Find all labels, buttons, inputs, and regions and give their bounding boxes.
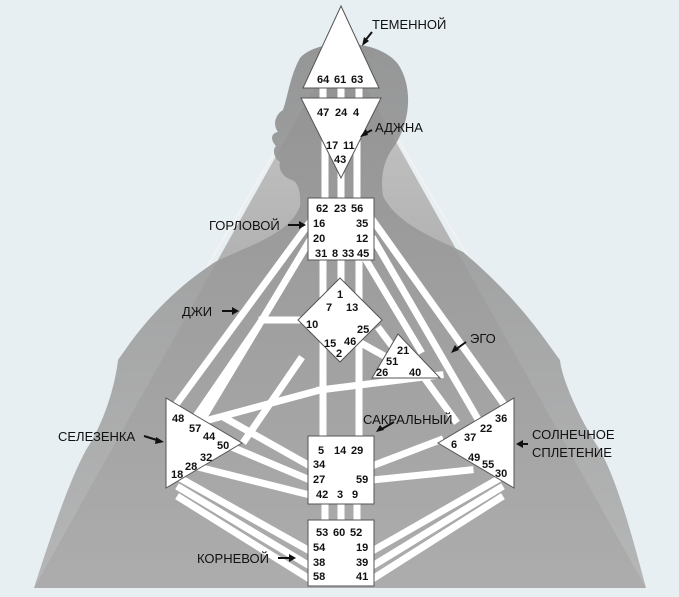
g-center	[297, 277, 383, 363]
gate-number: 38	[313, 557, 325, 569]
ego-center	[371, 333, 442, 379]
gate-number: 42	[316, 489, 328, 501]
solar-plexus-gates: 36 22 37 6 49 55 30	[451, 413, 507, 480]
gate-number: 62	[316, 203, 328, 215]
gate-number: 44	[203, 431, 216, 443]
gate-number: 30	[495, 468, 507, 480]
gate-number: 58	[313, 571, 325, 583]
gate-number: 29	[351, 445, 363, 457]
gate-number: 22	[480, 423, 492, 435]
gate-number: 24	[335, 107, 348, 119]
gate-number: 7	[326, 302, 332, 314]
sacral-label: САКРАЛЬНЫЙ	[363, 412, 452, 427]
gate-number: 36	[495, 413, 507, 425]
gate-number: 54	[313, 542, 326, 554]
callout-arrows	[143, 31, 528, 562]
ajna-center	[300, 97, 382, 180]
gate-number: 8	[332, 248, 338, 260]
gate-number: 25	[357, 324, 369, 336]
gate-number: 17	[326, 140, 338, 152]
gate-number: 60	[333, 527, 345, 539]
throat-label: ГОРЛОВОЙ	[209, 218, 280, 233]
throat-gates: 62 23 56 16 35 20 12 31 8 33 45	[313, 203, 369, 260]
gate-number: 10	[306, 319, 318, 331]
ajna-gates: 47 24 4 17 11 43	[317, 107, 360, 166]
gate-number: 37	[464, 432, 476, 444]
gate-number: 4	[353, 107, 360, 119]
gate-number: 43	[334, 154, 346, 166]
g-label: ДЖИ	[182, 304, 212, 319]
gate-number: 14	[334, 445, 347, 457]
gate-number: 33	[342, 248, 354, 260]
sacral-center	[307, 435, 375, 505]
gate-number: 34	[313, 459, 326, 471]
gate-number: 6	[451, 439, 457, 451]
spleen-gates: 48 57 44 50 32 28 18	[171, 413, 229, 481]
gate-number: 59	[356, 474, 368, 486]
ego-label: ЭГО	[470, 331, 496, 346]
gate-number: 15	[324, 338, 336, 350]
gate-number: 2	[336, 348, 342, 360]
gate-number: 46	[344, 336, 356, 348]
gate-number: 50	[217, 440, 229, 452]
gate-number: 61	[334, 74, 346, 86]
gate-number: 1	[337, 289, 343, 301]
gate-number: 11	[343, 140, 355, 152]
gate-number: 31	[315, 248, 327, 260]
gate-number: 64	[317, 74, 330, 86]
gate-number: 26	[376, 367, 388, 379]
gate-number: 57	[189, 423, 201, 435]
gate-number: 49	[468, 452, 480, 464]
ego-gates: 21 51 26 40	[376, 345, 421, 379]
sacral-gates: 5 14 29 34 27 59 42 3 9	[313, 445, 368, 501]
gate-number: 56	[351, 203, 363, 215]
gate-number: 23	[334, 203, 346, 215]
gate-number: 3	[337, 489, 343, 501]
gate-number: 5	[318, 445, 324, 457]
solar-plexus-label-line1: СОЛНЕЧНОЕ	[532, 427, 615, 442]
gate-number: 51	[386, 356, 398, 368]
gate-number: 20	[313, 233, 325, 245]
gate-number: 18	[171, 469, 183, 481]
gate-number: 16	[313, 218, 325, 230]
channels	[167, 84, 513, 583]
gate-number: 32	[200, 452, 212, 464]
gate-number: 21	[397, 345, 409, 357]
gate-number: 45	[357, 248, 369, 260]
gate-number: 41	[356, 571, 368, 583]
head-label: ТЕМЕННОЙ	[372, 17, 446, 32]
gate-number: 53	[316, 527, 328, 539]
root-label: КОРНЕВОЙ	[197, 551, 269, 566]
gate-number: 63	[351, 74, 363, 86]
head-gates: 64 61 63	[317, 74, 363, 86]
gate-number: 13	[346, 302, 358, 314]
spleen-center	[165, 397, 243, 489]
head-center	[302, 4, 380, 89]
center-labels: ТЕМЕННОЙ АДЖНА ГОРЛОВОЙ ДЖИ ЭГО СЕЛЕЗЕНК…	[58, 17, 615, 566]
solar-plexus-label-line2: СПЛЕТЕНИЕ	[532, 445, 612, 460]
gate-number: 12	[356, 233, 368, 245]
throat-center	[307, 197, 375, 261]
gate-number: 48	[172, 413, 184, 425]
gate-number: 28	[185, 461, 197, 473]
gate-number: 19	[356, 542, 368, 554]
root-gates: 53 60 52 54 19 38 39 58 41	[313, 527, 368, 583]
root-center	[307, 519, 375, 587]
gate-number: 39	[356, 557, 368, 569]
gate-number: 52	[350, 527, 362, 539]
gate-number: 35	[356, 218, 368, 230]
solar-plexus-center	[437, 397, 515, 489]
gate-number: 9	[352, 489, 358, 501]
ajna-label: АДЖНА	[375, 120, 423, 135]
gate-number: 55	[482, 459, 494, 471]
gate-number: 27	[313, 474, 325, 486]
g-gates: 1 7 13 10 25 15 46 2	[306, 289, 369, 360]
spleen-label: СЕЛЕЗЕНКА	[58, 429, 135, 444]
gate-number: 40	[409, 367, 421, 379]
gate-number: 47	[317, 107, 329, 119]
